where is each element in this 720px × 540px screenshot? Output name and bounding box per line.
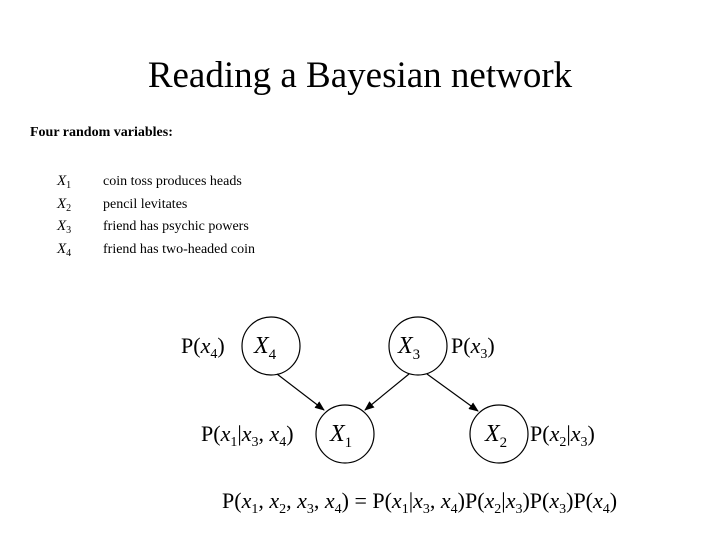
node-x3 [388, 316, 448, 376]
prob-x1-given-x3-x4: P(x1|x3, x4) [201, 421, 294, 450]
slide-subtitle: Four random variables: [30, 125, 173, 140]
node-x2 [469, 404, 529, 464]
variable-symbol: X3 [57, 218, 72, 237]
joint-distribution-formula: P(x1, x2, x3, x4) = P(x1|x3, x4)P(x2|x3)… [222, 488, 618, 517]
slide-title: Reading a Bayesian network [147, 55, 573, 96]
node-label-x3: X3 [398, 333, 421, 363]
prob-x4: P(x4) [181, 333, 225, 362]
variable-row: X2 pencil levitates [57, 194, 377, 217]
variable-symbol: X2 [57, 195, 72, 214]
variable-symbol: X4 [57, 240, 72, 259]
variable-symbol: X1 [57, 173, 72, 191]
variable-description: coin toss produces heads [103, 174, 242, 189]
variable-row: X4 friend has two-headed coin [57, 239, 377, 262]
variable-row: X1 coin toss produces heads [57, 171, 377, 194]
variable-list: X1 coin toss produces heads X2 pencil le… [57, 171, 377, 261]
node-x1 [315, 404, 375, 464]
node-x4 [241, 316, 301, 376]
edge-x3-to-x1 [364, 373, 410, 411]
edge-x3-to-x2 [426, 373, 479, 412]
variable-description: pencil levitates [103, 196, 188, 212]
variable-row: X3 friend has psychic powers [57, 216, 377, 239]
node-label-x1: X1 [330, 421, 353, 451]
edge-x4-to-x1 [276, 373, 325, 411]
prob-x3: P(x3) [451, 333, 495, 362]
variable-description: friend has psychic powers [103, 219, 249, 235]
variable-description: friend has two-headed coin [103, 241, 255, 257]
node-label-x2: X2 [485, 421, 508, 451]
prob-x2-given-x3: P(x2|x3) [530, 421, 595, 450]
node-label-x4: X4 [254, 333, 277, 363]
